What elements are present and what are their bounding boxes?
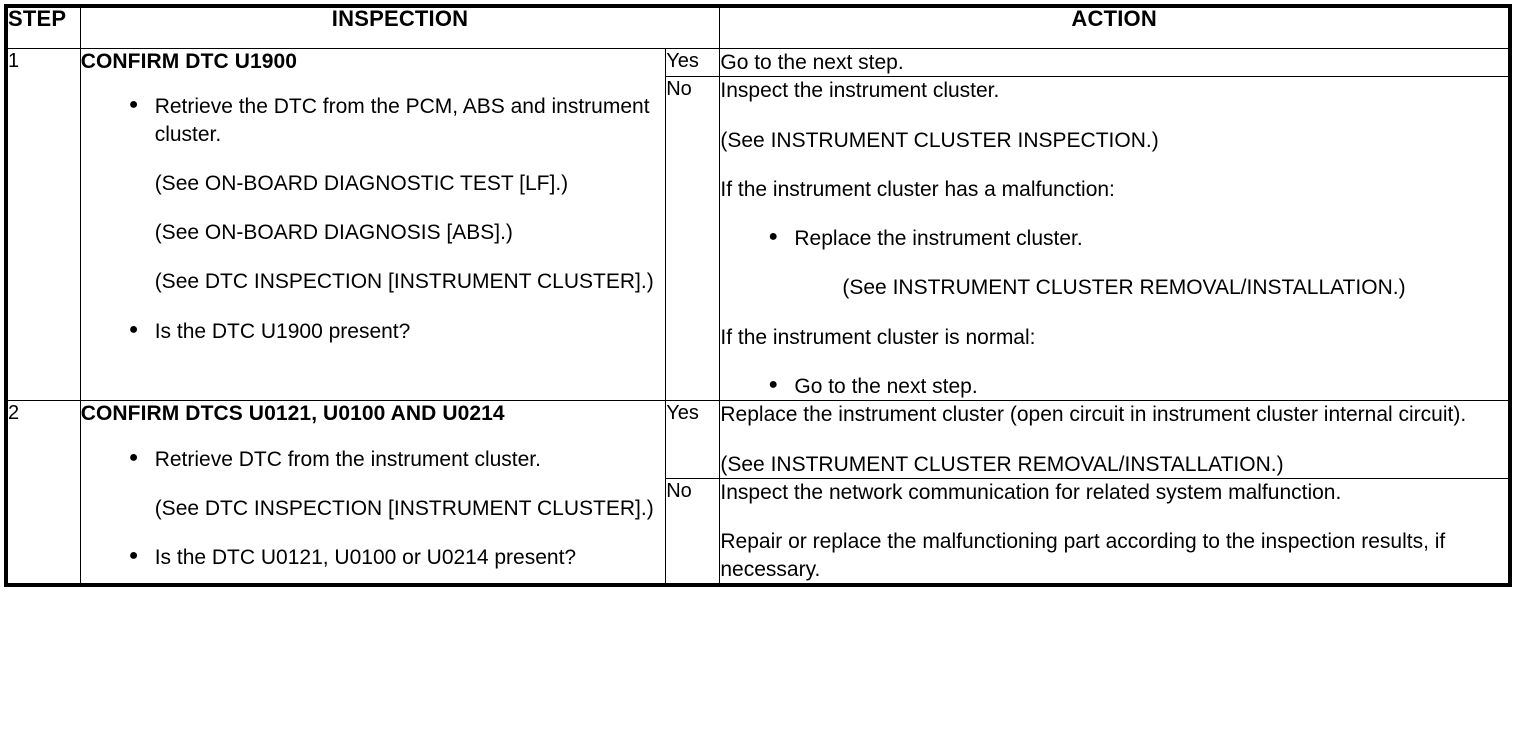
table-row: No Inspect the instrument cluster. (See … — [6, 76, 1511, 402]
action-condition-text: If the instrument cluster is normal: — [720, 325, 1036, 349]
action-text: Inspect the instrument cluster. — [720, 79, 1000, 103]
answer-label-no: No — [665, 477, 721, 586]
step-number: 2 — [5, 400, 81, 586]
action-cell-yes: Replace the instrument cluster (open cir… — [719, 400, 1511, 479]
bullet-icon: ● — [768, 376, 779, 394]
diagnostic-troubleshooting-table: STEP INSPECTION ACTION 1 CONFIRM DTC U19… — [4, 4, 1512, 587]
answer-label-no: No — [665, 76, 721, 402]
action-cell-yes: Go to the next step. — [719, 47, 1511, 78]
inspection-cell: CONFIRM DTC U1900 ● Retrieve the DTC fro… — [79, 47, 667, 402]
bullet-icon: ● — [768, 228, 779, 246]
inspection-bullet-text: Is the DTC U0121, U0100 or U0214 present… — [154, 546, 577, 570]
action-cell-no: Inspect the instrument cluster. (See INS… — [719, 76, 1511, 402]
inspection-reference-text: (See ON-BOARD DIAGNOSIS [ABS].) — [154, 221, 513, 245]
step-number: 1 — [5, 47, 81, 402]
bullet-icon: ● — [128, 547, 139, 565]
inspection-cell: CONFIRM DTCS U0121, U0100 AND U0214 ● Re… — [79, 400, 667, 586]
inspection-bullet-item: ● Is the DTC U0121, U0100 or U0214 prese… — [81, 544, 666, 571]
inspection-title: CONFIRM DTC U1900 — [80, 50, 298, 73]
column-header-action: ACTION — [719, 5, 1511, 49]
action-text: Inspect the network communication for re… — [720, 480, 1342, 504]
action-text: Replace the instrument cluster (open cir… — [720, 403, 1467, 427]
table-row: 1 CONFIRM DTC U1900 ● Retrieve the DTC f… — [5, 47, 1511, 402]
inspection-bullet-text: Retrieve DTC from the instrument cluster… — [154, 447, 541, 471]
action-reference-text: (See INSTRUMENT CLUSTER REMOVAL/INSTALLA… — [842, 276, 1406, 300]
table-header-row: STEP INSPECTION ACTION — [5, 5, 1511, 49]
inspection-title: CONFIRM DTCS U0121, U0100 AND U0214 — [80, 402, 505, 426]
table-row: 2 CONFIRM DTCS U0121, U0100 AND U0214 ● … — [5, 400, 1511, 586]
bullet-icon: ● — [128, 320, 139, 338]
answer-label-yes: Yes — [665, 400, 721, 479]
answer-label-yes: Yes — [665, 47, 721, 78]
inspection-reference-text: (See DTC INSPECTION [INSTRUMENT CLUSTER]… — [154, 270, 654, 294]
diagnostic-table-page: STEP INSPECTION ACTION 1 CONFIRM DTC U19… — [0, 4, 1520, 742]
table-body: 1 CONFIRM DTC U1900 ● Retrieve the DTC f… — [5, 47, 1511, 586]
inspection-bullet-item: ● Retrieve DTC from the instrument clust… — [81, 446, 666, 473]
bullet-icon: ● — [128, 96, 139, 114]
action-text: Go to the next step. — [720, 51, 904, 74]
inspection-bullet-item: ● Is the DTC U1900 present? — [81, 318, 666, 345]
inspection-bullet-text: Retrieve the DTC from the PCM, ABS and i… — [154, 95, 650, 146]
inspection-reference-text: (See DTC INSPECTION [INSTRUMENT CLUSTER]… — [154, 496, 654, 520]
action-reference-text: (See INSTRUMENT CLUSTER REMOVAL/INSTALLA… — [720, 452, 1284, 476]
action-bullet-item: ● Go to the next step. — [720, 373, 1508, 400]
action-bullet-text: Replace the instrument cluster. — [794, 227, 1083, 251]
action-reference-text: (See INSTRUMENT CLUSTER INSPECTION.) — [720, 128, 1159, 152]
action-bullet-item: ● Replace the instrument cluster. — [720, 225, 1508, 252]
inspection-bullet-item: ● Retrieve the DTC from the PCM, ABS and… — [81, 93, 666, 148]
column-header-step: STEP — [5, 5, 81, 49]
action-text: Repair or replace the malfunctioning par… — [720, 530, 1446, 581]
bullet-icon: ● — [128, 448, 139, 466]
column-header-inspection: INSPECTION — [79, 5, 721, 49]
table-row: No Inspect the network communication for… — [6, 477, 1511, 586]
inspection-bullet-text: Is the DTC U1900 present? — [154, 319, 411, 343]
action-cell-no: Inspect the network communication for re… — [719, 477, 1511, 586]
action-bullet-text: Go to the next step. — [794, 375, 978, 399]
action-condition-text: If the instrument cluster has a malfunct… — [720, 177, 1115, 201]
inspection-reference-text: (See ON-BOARD DIAGNOSTIC TEST [LF].) — [154, 171, 569, 195]
